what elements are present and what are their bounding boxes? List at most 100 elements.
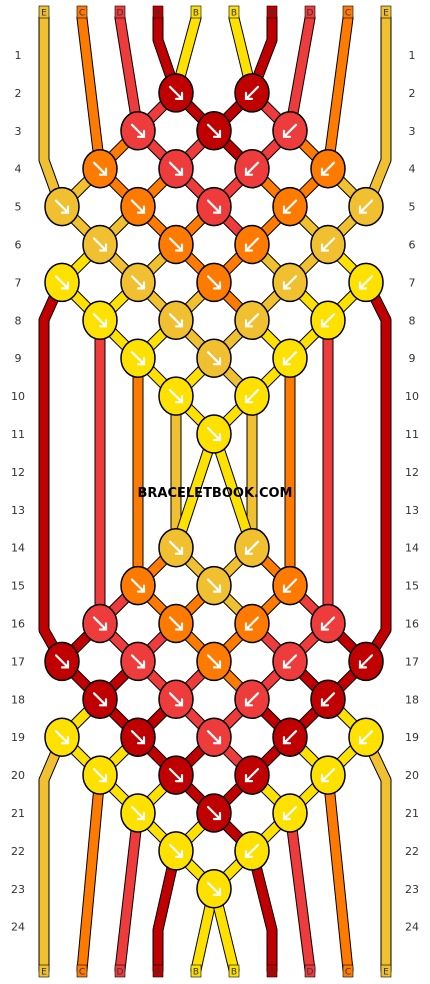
knot: [234, 527, 270, 568]
row-number-left: 13: [11, 504, 25, 517]
strand-label-bottom: B: [193, 968, 199, 978]
knot: [158, 755, 194, 795]
arrow-down-left-icon: [282, 275, 298, 290]
arrow-down-right-icon: [130, 654, 146, 669]
arrow-down-right-icon: [206, 123, 222, 138]
row-number-left: 20: [11, 769, 25, 782]
knot: [120, 641, 156, 682]
arrow-down-left-icon: [244, 616, 260, 631]
strand-label-box: [380, 5, 392, 19]
arrow-down-right-icon: [130, 199, 146, 214]
knot: [348, 186, 384, 227]
row-number-right: 10: [405, 390, 419, 403]
arrow-down-right-icon: [206, 654, 222, 669]
arrow-down-left-icon: [244, 540, 260, 555]
arrow-down-right-icon: [168, 85, 184, 100]
knot: [82, 224, 118, 265]
knot: [120, 565, 156, 606]
row-number-left: 8: [15, 314, 22, 327]
knot: [234, 603, 270, 644]
strand-label-box: [152, 5, 164, 19]
arrow-down-right-icon: [206, 805, 222, 821]
arrow-down-left-icon: [282, 730, 298, 745]
arrow-down-left-icon: [320, 161, 336, 176]
knot: [234, 300, 270, 341]
arrow-down-right-icon: [92, 237, 108, 252]
arrow-down-left-icon: [244, 85, 260, 100]
row-number-left: 24: [11, 921, 25, 934]
arrow-down-left-icon: [358, 730, 374, 745]
knot: [120, 186, 156, 227]
pattern-knots: [44, 73, 384, 909]
strand-label-box: [76, 964, 88, 978]
row-number-right: 8: [409, 314, 416, 327]
strand-bottom-9: [361, 733, 391, 975]
knot: [272, 262, 308, 303]
arrow-down-right-icon: [92, 692, 108, 707]
row-number-left: 14: [11, 542, 25, 555]
row-number-left: 15: [11, 580, 25, 593]
row-number-left: 1: [15, 49, 22, 62]
arrow-down-left-icon: [358, 654, 374, 669]
row-number-right: 23: [405, 883, 419, 896]
strand-label-box: [380, 964, 392, 978]
arrow-down-right-icon: [92, 768, 108, 783]
knot: [234, 73, 270, 113]
strand-bottom-2: [115, 808, 143, 975]
arrow-down-right-icon: [54, 654, 70, 669]
strand-label-box: [38, 5, 50, 19]
knot: [348, 641, 384, 682]
knot: [234, 148, 270, 189]
row-number-right: 17: [405, 655, 419, 668]
knot: [234, 376, 270, 416]
knot: [44, 186, 80, 227]
knot: [120, 262, 156, 303]
knot: [158, 73, 194, 113]
arrow-down-right-icon: [206, 275, 222, 290]
row-number-right: 11: [405, 428, 419, 441]
knot: [234, 224, 270, 265]
arrow-down-left-icon: [244, 389, 260, 404]
knot: [158, 148, 194, 189]
arrow-down-right-icon: [168, 616, 184, 631]
knot: [120, 793, 156, 833]
knot: [158, 679, 194, 720]
knot: [234, 831, 270, 871]
arrow-down-right-icon: [168, 692, 184, 707]
arrow-down-right-icon: [92, 161, 108, 176]
knot: [196, 338, 232, 378]
arrow-down-left-icon: [282, 199, 298, 214]
arrow-down-right-icon: [54, 730, 70, 745]
strand-bottom-1: [77, 770, 105, 975]
strand-side-right: [361, 275, 391, 667]
row-number-left: 19: [11, 731, 25, 744]
knot: [196, 869, 232, 909]
strand-label-bottom: A: [155, 968, 162, 978]
arrow-down-right-icon: [130, 805, 146, 821]
strand-label-top: A: [155, 9, 162, 19]
strand-label-box: [152, 964, 164, 978]
row-number-left: 17: [11, 655, 25, 668]
knot: [234, 679, 270, 720]
knot: [44, 262, 80, 303]
strand-label-box: [342, 964, 354, 978]
knot: [158, 603, 194, 644]
arrow-down-left-icon: [320, 768, 336, 783]
row-number-right: 21: [405, 807, 419, 820]
knot: [272, 793, 308, 833]
arrow-down-left-icon: [358, 275, 374, 290]
arrow-down-right-icon: [54, 199, 70, 214]
row-number-left: 2: [15, 87, 22, 100]
strand-label-box: [114, 5, 126, 19]
knot: [158, 527, 194, 568]
arrow-down-left-icon: [244, 161, 260, 176]
row-number-right: 20: [405, 769, 419, 782]
knot: [196, 262, 232, 303]
row-number-left: 5: [15, 201, 22, 214]
row-number-right: 14: [405, 542, 419, 555]
arrow-down-right-icon: [168, 768, 184, 783]
strand-label-bottom: D: [117, 968, 124, 978]
arrow-down-left-icon: [320, 313, 336, 328]
row-number-right: 19: [405, 731, 419, 744]
strand-label-box: [190, 964, 202, 978]
